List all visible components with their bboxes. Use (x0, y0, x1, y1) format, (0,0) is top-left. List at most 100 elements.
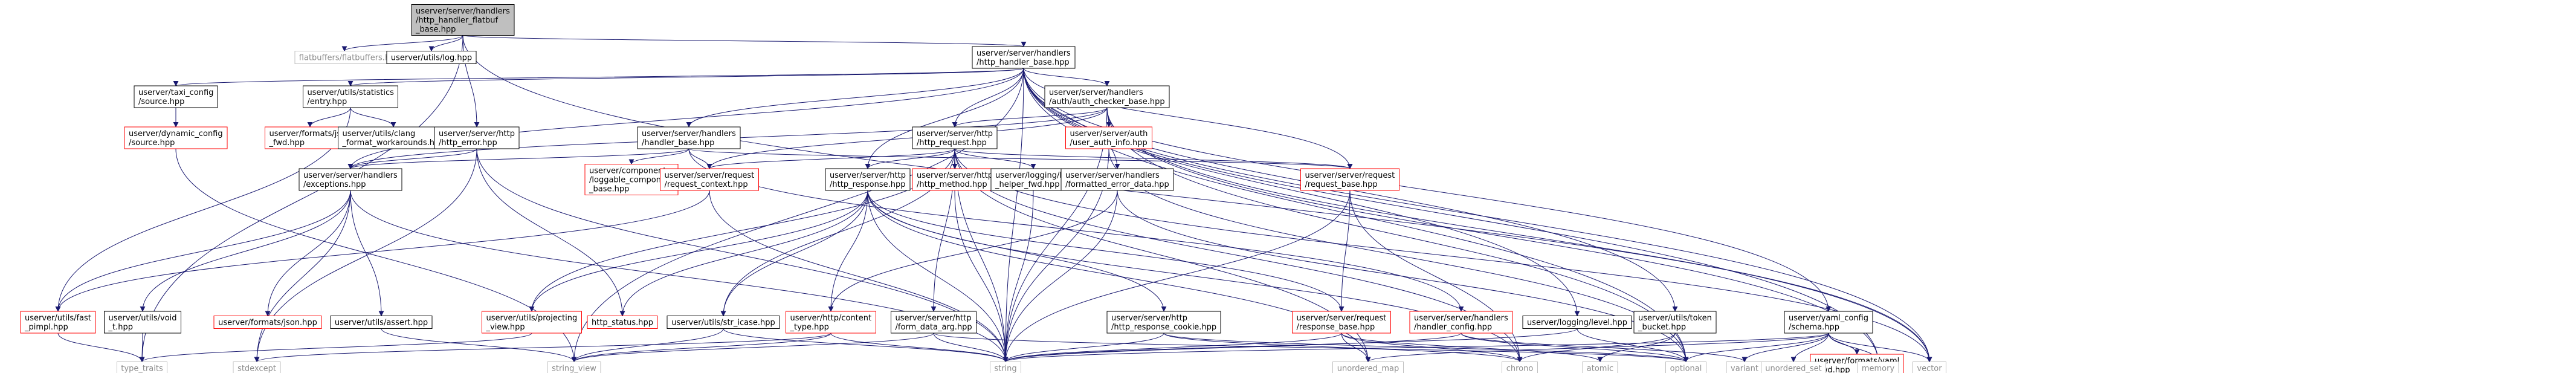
node-auth-checker-base[interactable]: userver/server/handlers/auth/auth_checke… (1044, 85, 1170, 108)
node-content-type: userver/http/content_type.hpp (786, 311, 876, 334)
node-clang-workarounds[interactable]: userver/utils/clang_format_workarounds.h… (338, 126, 449, 149)
edge-root-to-type-traits (139, 35, 463, 363)
node-box (637, 126, 741, 149)
node-label-line: /source.hpp (138, 97, 184, 106)
node-box (1502, 362, 1538, 373)
edge-request-context-to-string (709, 190, 1009, 363)
node-box (1065, 126, 1152, 149)
node-box (547, 362, 601, 373)
node-utils-void-t[interactable]: userver/utils/void_t.hpp (104, 311, 181, 334)
node-label-line: _pimpl.hpp (24, 323, 68, 332)
node-yaml-config-schema[interactable]: userver/yaml_config/schema.hpp (1784, 311, 1873, 334)
edge-handler-base-to-loggable-component (628, 148, 689, 165)
node-label-line: userver/server/http (896, 314, 972, 323)
edge-http-handler-base-to-taxi-config-source (173, 68, 1024, 86)
node-box (338, 126, 449, 149)
node-taxi-config-source[interactable]: userver/taxi_config/source.hpp (134, 85, 218, 108)
node-form-data-arg[interactable]: userver/server/http/form_data_arg.hpp (891, 311, 976, 334)
node-http-response[interactable]: userver/server/http/http_response.hpp (825, 168, 911, 191)
node-label-line: _base.hpp (415, 25, 456, 34)
node-dynamic-config-source: userver/dynamic_config/source.hpp (124, 126, 228, 149)
edge-http-handler-base-to-vector (1023, 68, 1932, 363)
node-box (990, 362, 1021, 373)
node-label-line: /http_error.hpp (439, 138, 497, 148)
edge-root-to-http-handler-base (462, 35, 1026, 47)
node-box (386, 51, 477, 64)
node-label-line: _format_workarounds.hpp (342, 138, 445, 148)
node-logging-level[interactable]: userver/logging/level.hpp (1522, 316, 1632, 329)
node-label-line: type_traits (121, 365, 163, 373)
node-label-line: userver/dynamic_config (129, 129, 223, 138)
node-label-line: userver/components (589, 167, 670, 176)
edge-root-to-vector (462, 35, 1932, 363)
node-utils-assert[interactable]: userver/utils/assert.hpp (330, 316, 433, 329)
node-label-line: atomic (1587, 365, 1613, 373)
node-label-line: chrono (1506, 365, 1534, 373)
node-box (411, 4, 515, 36)
node-label-line: userver/utils/statistics (308, 88, 395, 97)
node-statistics-entry[interactable]: userver/utils/statistics/entry.hpp (303, 85, 398, 108)
edge-http-response-to-unordered-map (867, 190, 1371, 363)
node-box (1784, 311, 1873, 334)
node-http-handler-base[interactable]: userver/server/handlers/http_handler_bas… (972, 46, 1076, 69)
node-box (1857, 362, 1899, 373)
node-root[interactable]: userver/server/handlers/http_handler_fla… (411, 4, 515, 36)
node-box (1633, 311, 1717, 334)
node-label-line: variant (1731, 365, 1758, 373)
edge-auth-checker-base-to-http-request (952, 107, 1108, 128)
node-label-line: userver/server/auth (1070, 129, 1148, 138)
node-label-line: /response_base.hpp (1297, 323, 1375, 332)
edge-http-response-to-chrono (867, 190, 1523, 363)
node-vector: vector (1913, 362, 1946, 373)
edge-exceptions-to-utils-void-t (140, 190, 351, 312)
node-box (20, 311, 96, 334)
node-optional: optional (1665, 362, 1706, 373)
edge-http-response-to-http-status (619, 190, 868, 317)
node-label-line: userver/yaml_config (1789, 314, 1868, 323)
edge-yaml-config-schema-to-yaml-fwd (1828, 332, 1860, 355)
node-exceptions[interactable]: userver/server/handlers/exceptions.hpp (299, 168, 402, 191)
edge-http-response-to-response-base (867, 190, 1344, 312)
node-box (124, 126, 228, 149)
node-label-line: /schema.hpp (1789, 323, 1839, 332)
edge-http-request-to-request-context (706, 148, 955, 169)
node-box (1665, 362, 1706, 373)
node-formatted-error-data[interactable]: userver/server/handlers/formatted_error_… (1060, 168, 1174, 191)
node-label-line: userver/utils/log.hpp (391, 54, 472, 63)
node-label-line: userver/server/request (1305, 171, 1395, 180)
node-handler-base[interactable]: userver/server/handlers/handler_base.hpp (637, 126, 741, 149)
node-label-line: /http_method.hpp (917, 180, 987, 189)
node-variant: variant (1726, 362, 1763, 373)
node-box (1582, 362, 1618, 373)
edge-http-request-to-log-helper-fwd (954, 148, 1036, 169)
node-label-line: userver/server/request (1297, 314, 1387, 323)
edge-content-type-to-stdexcept (254, 332, 831, 363)
node-http-error[interactable]: userver/server/http/http_error.hpp (434, 126, 520, 149)
edge-http-response-to-content-type (828, 190, 868, 312)
node-response-cookie[interactable]: userver/server/http/http_response_cookie… (1106, 311, 1221, 334)
edge-handler-config-to-variant (1461, 332, 1748, 363)
node-label-line: userver/server/http (830, 171, 906, 180)
edge-http-method-to-string (954, 190, 1009, 363)
edge-http-request-to-request-base (954, 148, 1353, 169)
node-box (1106, 311, 1221, 334)
node-label-line: flatbuffers/flatbuffers.h (299, 54, 390, 63)
node-label-line: /request_base.hpp (1305, 180, 1378, 189)
edge-http-response-to-str-icase (720, 190, 868, 317)
node-token-bucket[interactable]: userver/utils/token_bucket.hpp (1633, 311, 1717, 334)
node-label-line: /exceptions.hpp (303, 180, 366, 189)
node-str-icase[interactable]: userver/utils/str_icase.hpp (667, 316, 780, 329)
node-request-context: userver/server/request/request_context.h… (660, 168, 759, 191)
node-http-request[interactable]: userver/server/http/http_request.hpp (912, 126, 998, 149)
node-label-line: userver/server/handlers (642, 129, 736, 138)
node-label-line: userver/taxi_config (138, 88, 213, 97)
node-box (299, 168, 402, 191)
edge-response-base-to-atomic (1341, 332, 1603, 363)
node-chrono: chrono (1502, 362, 1538, 373)
node-label-line: /handler_base.hpp (642, 138, 714, 148)
edge-exceptions-to-fast-pimpl (55, 190, 351, 312)
node-log-hpp[interactable]: userver/utils/log.hpp (386, 51, 477, 64)
node-box (1332, 362, 1404, 373)
node-box (1409, 311, 1513, 334)
